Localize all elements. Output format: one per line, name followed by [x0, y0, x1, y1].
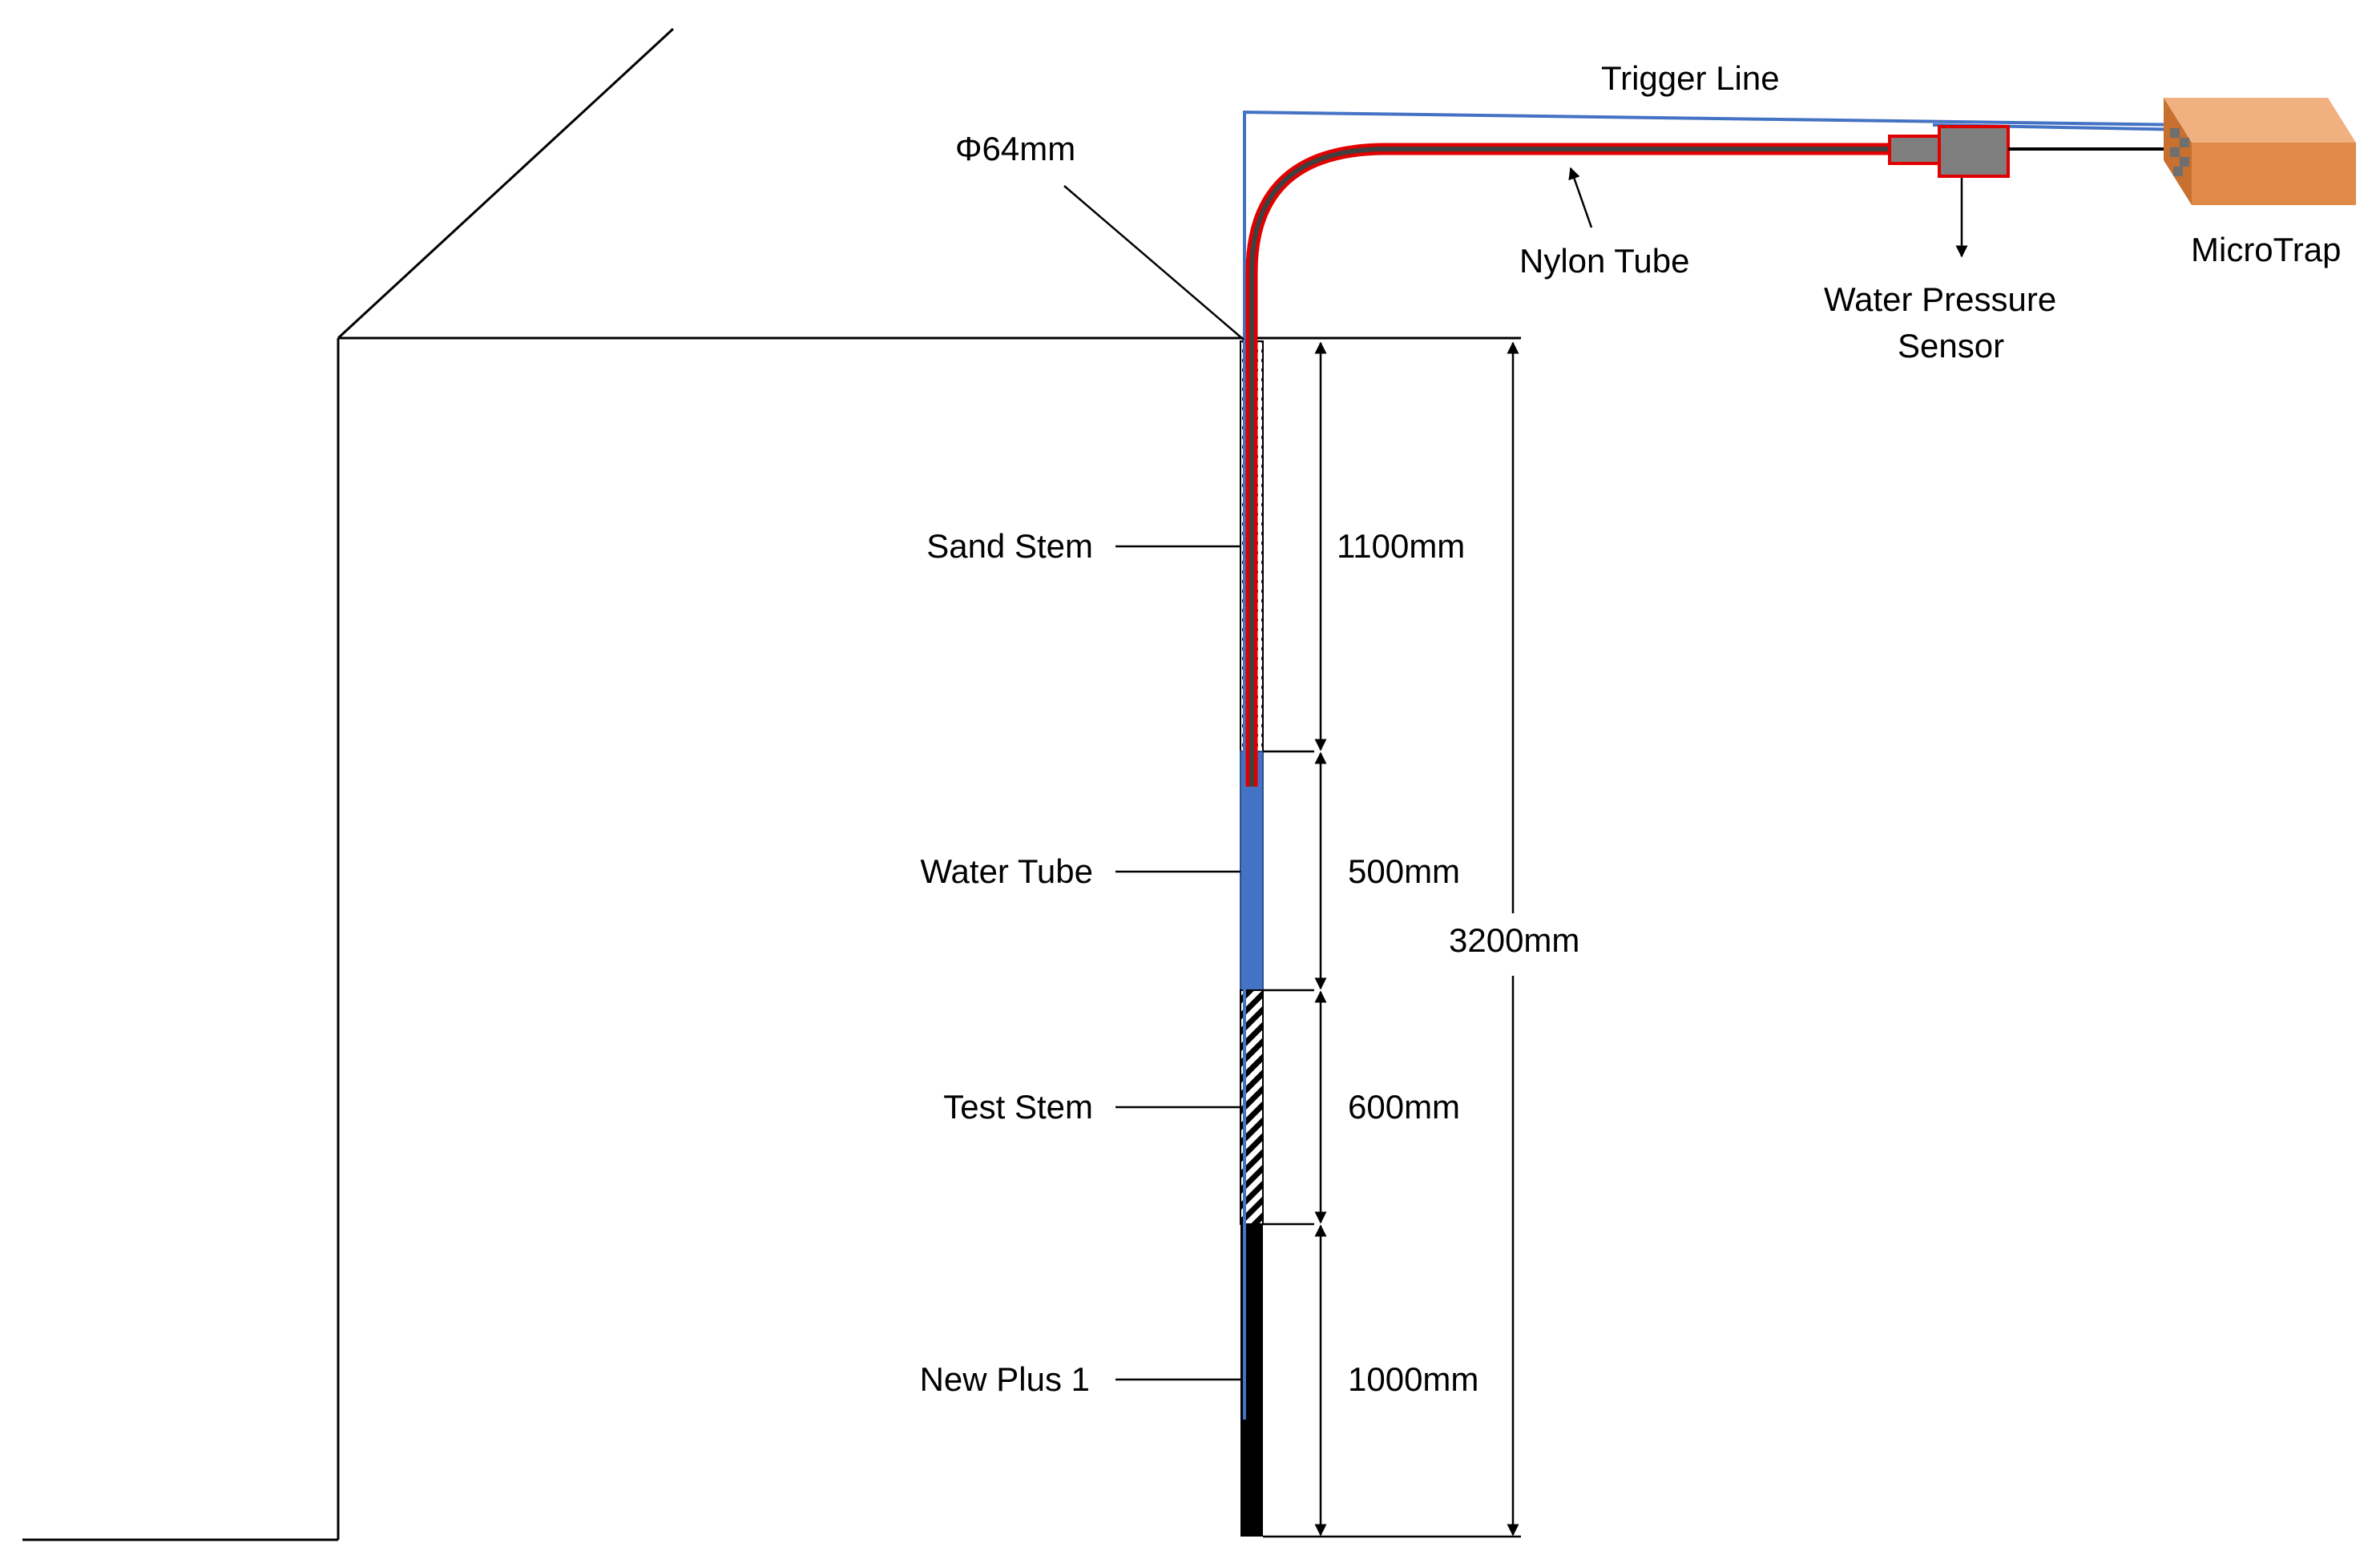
- nylon-tube-arrow: [1568, 167, 1593, 228]
- sensor-body: [1938, 125, 2010, 178]
- diameter-leader: [1063, 185, 1244, 340]
- water-pressure-sensor: [1888, 125, 2164, 178]
- water-tube-label: Water Tube: [920, 852, 1093, 890]
- nylon-tube-label: Nylon Tube: [1519, 242, 1689, 280]
- dim-test-stem-label: 600mm: [1348, 1088, 1460, 1126]
- dim-new-plus-1-label: 1000mm: [1348, 1360, 1478, 1398]
- microtrap-label: MicroTrap: [2191, 231, 2341, 268]
- microtrap-connector-ports: [2170, 128, 2189, 176]
- nylon-tube: [1249, 147, 1893, 787]
- new-plus-1-label: New Plus 1: [920, 1360, 1090, 1398]
- microtrap-top: [2164, 98, 2356, 143]
- diameter-label: Φ64mm: [955, 130, 1075, 167]
- microtrap-device: [2164, 98, 2356, 205]
- left-leaders: [1115, 545, 1240, 1381]
- sensor-connector: [1888, 135, 1944, 165]
- dimension-lines: [1263, 341, 1521, 1538]
- sensor-label-line2: Sensor: [1898, 327, 2004, 365]
- microtrap-front: [2192, 143, 2356, 205]
- roof-line: [337, 27, 675, 340]
- test-stem-label: Test Stem: [943, 1088, 1093, 1126]
- trigger-line-label: Trigger Line: [1601, 59, 1780, 97]
- sensor-label-line1: Water Pressure: [1824, 280, 2056, 318]
- dim-water-tube-label: 500mm: [1348, 852, 1460, 890]
- sand-stem-label: Sand Stem: [926, 527, 1093, 565]
- dim-total-label: 3200mm: [1449, 921, 1579, 959]
- dim-sand-stem-label: 1100mm: [1337, 527, 1465, 565]
- building-outline: [22, 27, 1521, 1541]
